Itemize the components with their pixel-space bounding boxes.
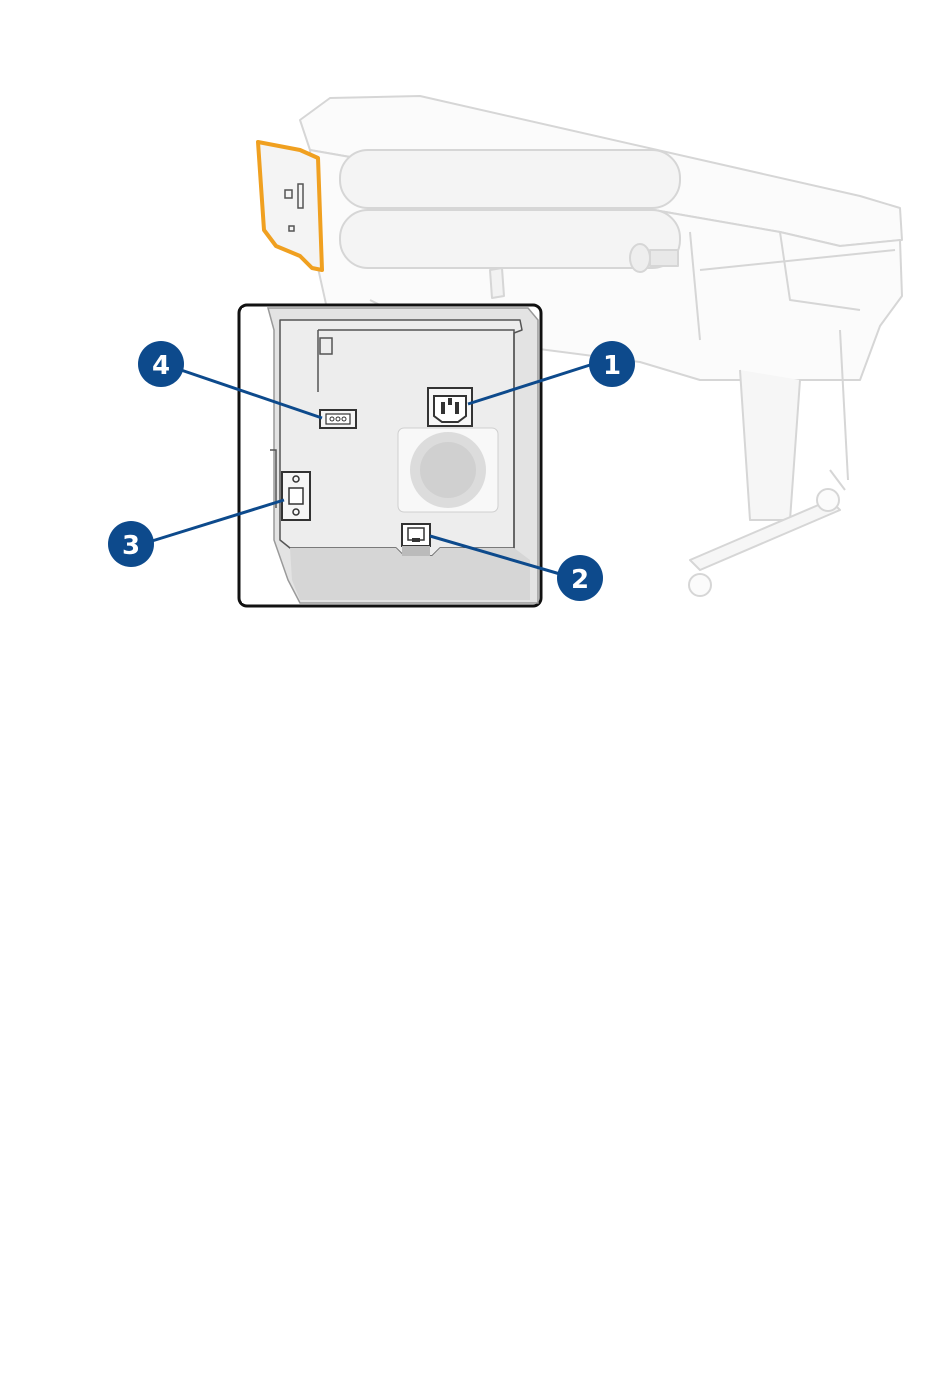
power-socket [428, 388, 472, 426]
highlighted-connector-area [258, 142, 322, 270]
callout-4-label: 4 [152, 351, 170, 381]
ethernet-port [402, 524, 430, 556]
vent-grille [398, 428, 498, 512]
callout-1-label: 1 [603, 351, 621, 381]
connector-panel-inset [239, 305, 541, 606]
callout-2-label: 2 [571, 565, 589, 595]
printer-rear-connectors-figure: 1 2 3 4 [0, 0, 950, 640]
callout-3-label: 3 [122, 531, 140, 561]
usb-port [320, 410, 356, 428]
